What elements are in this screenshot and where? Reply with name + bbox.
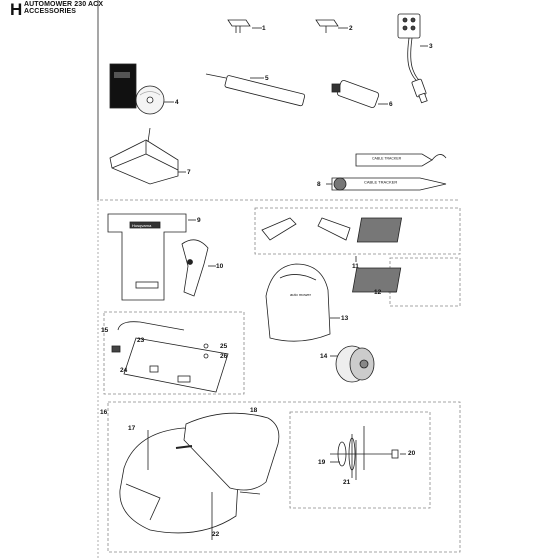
- part-8-cable-tracker: CABLE TRACKER CABLE TRACKER: [326, 153, 447, 191]
- auto-mower-logo: auto mower: [290, 292, 312, 297]
- diagram-title: AUTOMOWER 230 ACX: [24, 1, 104, 8]
- part-3-connector: [397, 13, 428, 104]
- callout-12: 12: [374, 289, 382, 296]
- callout-22: 22: [212, 531, 220, 538]
- cable-tracker-label-2: CABLE TRACKER: [364, 180, 397, 185]
- part-14-wheel: [330, 345, 375, 383]
- callout-1: 1: [262, 25, 266, 32]
- callout-13: 13: [341, 315, 349, 322]
- box-part-12: [389, 257, 461, 307]
- part-6-grease-tube: [331, 80, 388, 108]
- box-part-11: [254, 207, 461, 255]
- husqvarna-logo: Husqvarna: [132, 223, 152, 228]
- callout-16: 16: [100, 409, 108, 416]
- box-part-15: [103, 311, 245, 395]
- box-part-19-21: [289, 411, 431, 509]
- part-11-brackets: [261, 217, 403, 262]
- callout-24: 24: [120, 367, 128, 374]
- part-24-circuit-board: [111, 321, 229, 393]
- callout-23: 23: [137, 337, 145, 344]
- part-9-charging-station: Husqvarna: [107, 213, 196, 301]
- callout-15: 15: [101, 327, 109, 334]
- callout-11: 11: [352, 263, 359, 270]
- callout-21: 21: [343, 479, 351, 486]
- callout-17: 17: [128, 425, 136, 432]
- callout-6: 6: [389, 101, 393, 108]
- callout-9: 9: [197, 217, 201, 224]
- diagram-subtitle: ACCESSORIES: [24, 8, 77, 15]
- section-letter: H: [10, 0, 23, 19]
- part-7-charging-plate: [109, 127, 186, 185]
- callout-26: 26: [220, 353, 228, 360]
- callout-5: 5: [265, 75, 269, 82]
- callout-18: 18: [250, 407, 258, 414]
- callout-19: 19: [318, 459, 326, 466]
- part-10-handle: [181, 239, 216, 297]
- callout-8: 8: [317, 181, 321, 188]
- part-5-sealant-tube: [205, 73, 306, 107]
- callout-20: 20: [408, 450, 416, 457]
- part-4-manual-cd: [109, 63, 174, 115]
- callout-2: 2: [349, 25, 353, 32]
- part-19-21-axle: [330, 426, 406, 480]
- callout-3: 3: [429, 43, 433, 50]
- part-1-bracket: [227, 19, 262, 33]
- callout-10: 10: [216, 263, 224, 270]
- part-2-bracket: [315, 19, 348, 33]
- callout-4: 4: [175, 99, 179, 106]
- part-13-carry-bag: auto mower: [265, 263, 340, 342]
- part-16-mower-body: [119, 412, 280, 540]
- callout-25: 25: [220, 343, 228, 350]
- callout-14: 14: [320, 353, 328, 360]
- box-part-16: [107, 401, 461, 553]
- part-12-pad: [352, 267, 402, 293]
- callout-7: 7: [187, 169, 191, 176]
- cable-tracker-label: CABLE TRACKER: [372, 157, 402, 161]
